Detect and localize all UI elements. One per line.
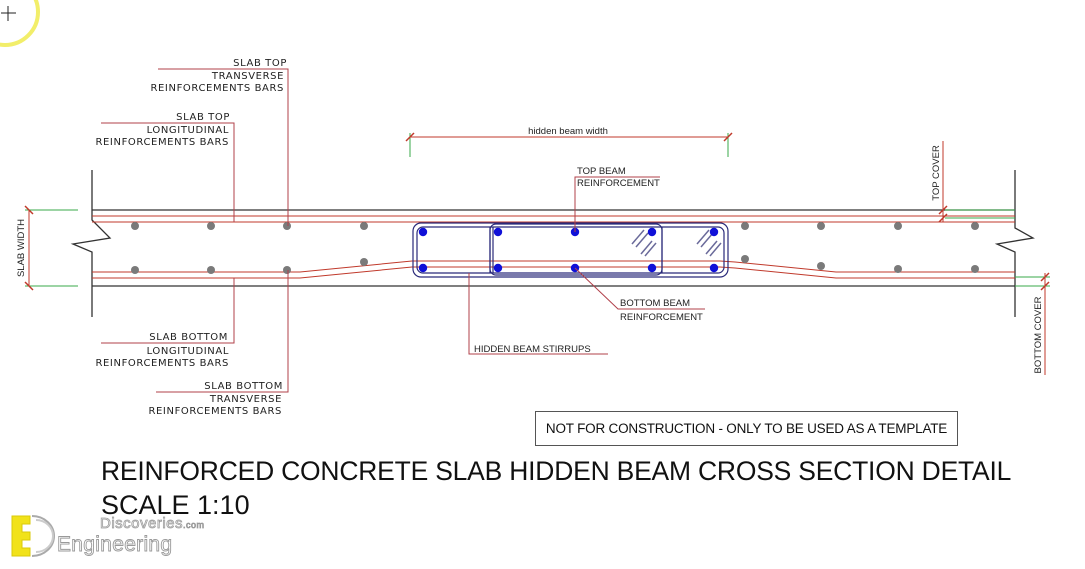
- cursor-highlight-icon: [0, 0, 40, 47]
- svg-text:REINFORCEMENT: REINFORCEMENT: [577, 178, 660, 189]
- hidden-beam-width-dimension: hidden beam width: [405, 126, 733, 157]
- slab-outline: [70, 170, 1035, 317]
- logo-engineering: Engineering: [57, 533, 173, 557]
- label-slab-top-longitudinal: SLAB TOP LONGITUDINAL REINFORCEMENTS BAR…: [95, 112, 230, 148]
- disclaimer-text: NOT FOR CONSTRUCTION - ONLY TO BE USED A…: [545, 421, 948, 436]
- svg-text:BOTTOM BEAM: BOTTOM BEAM: [620, 298, 690, 309]
- svg-text:TOP BEAM: TOP BEAM: [577, 166, 626, 177]
- svg-text:TRANSVERSE: TRANSVERSE: [211, 71, 284, 82]
- hidden-beam-stirrups: [412, 222, 729, 278]
- svg-text:LONGITUDINAL: LONGITUDINAL: [147, 125, 229, 136]
- svg-text:REINFORCEMENTS BARS: REINFORCEMENTS BARS: [95, 137, 229, 148]
- slab-bars: [131, 222, 979, 274]
- label-top-beam-reinforcement: TOP BEAM REINFORCEMENT: [577, 166, 660, 189]
- top-cover-dimension: TOP COVER: [931, 141, 1015, 223]
- beam-bars: [418, 227, 719, 273]
- label-bottom-beam-reinforcement: BOTTOM BEAM REINFORCEMENT: [620, 298, 703, 323]
- bottom-cover-label: BOTTOM COVER: [1033, 296, 1044, 373]
- svg-text:SLAB TOP: SLAB TOP: [176, 112, 230, 123]
- svg-text:SLAB TOP: SLAB TOP: [233, 58, 287, 69]
- bottom-cover-dimension: BOTTOM COVER: [1015, 272, 1050, 375]
- label-slab-bottom-longitudinal: SLAB BOTTOM LONGITUDINAL REINFORCEMENTS …: [95, 332, 229, 369]
- svg-text:TRANSVERSE: TRANSVERSE: [209, 394, 282, 405]
- top-cover-label: TOP COVER: [931, 145, 942, 201]
- logo-discoveries: Discoveries.com: [100, 515, 205, 533]
- drawing-title: REINFORCED CONCRETE SLAB HIDDEN BEAM CRO…: [101, 456, 1012, 486]
- svg-text:LONGITUDINAL: LONGITUDINAL: [147, 346, 229, 357]
- svg-text:SLAB BOTTOM: SLAB BOTTOM: [204, 381, 283, 392]
- logo-com-text: .com: [183, 520, 205, 531]
- svg-text:REINFORCEMENTS BARS: REINFORCEMENTS BARS: [95, 358, 229, 369]
- svg-text:REINFORCEMENT: REINFORCEMENT: [620, 312, 703, 323]
- slab-width-dimension: SLAB WIDTH: [16, 205, 78, 291]
- disclaimer-box: NOT FOR CONSTRUCTION - ONLY TO BE USED A…: [535, 411, 958, 446]
- logo-mark-icon: [11, 515, 55, 557]
- logo-discoveries-text: Discoveries: [100, 515, 184, 533]
- label-slab-top-transverse: SLAB TOP TRANSVERSE REINFORCEMENTS BARS: [150, 58, 287, 94]
- label-hidden-beam-stirrups: HIDDEN BEAM STIRRUPS: [474, 344, 591, 355]
- svg-text:REINFORCEMENTS BARS: REINFORCEMENTS BARS: [150, 83, 284, 94]
- slab-top-rebar: [92, 215, 1015, 223]
- svg-text:SLAB BOTTOM: SLAB BOTTOM: [149, 332, 228, 343]
- hidden-beam-width-label: hidden beam width: [528, 126, 608, 137]
- label-slab-bottom-transverse: SLAB BOTTOM TRANSVERSE REINFORCEMENTS BA…: [148, 381, 283, 417]
- leader-lines: [101, 68, 705, 393]
- svg-text:REINFORCEMENTS BARS: REINFORCEMENTS BARS: [148, 406, 282, 417]
- slab-width-label: SLAB WIDTH: [16, 219, 27, 277]
- drawing-scale: SCALE 1:10: [101, 490, 250, 520]
- slab-bottom-rebar: [92, 260, 1015, 279]
